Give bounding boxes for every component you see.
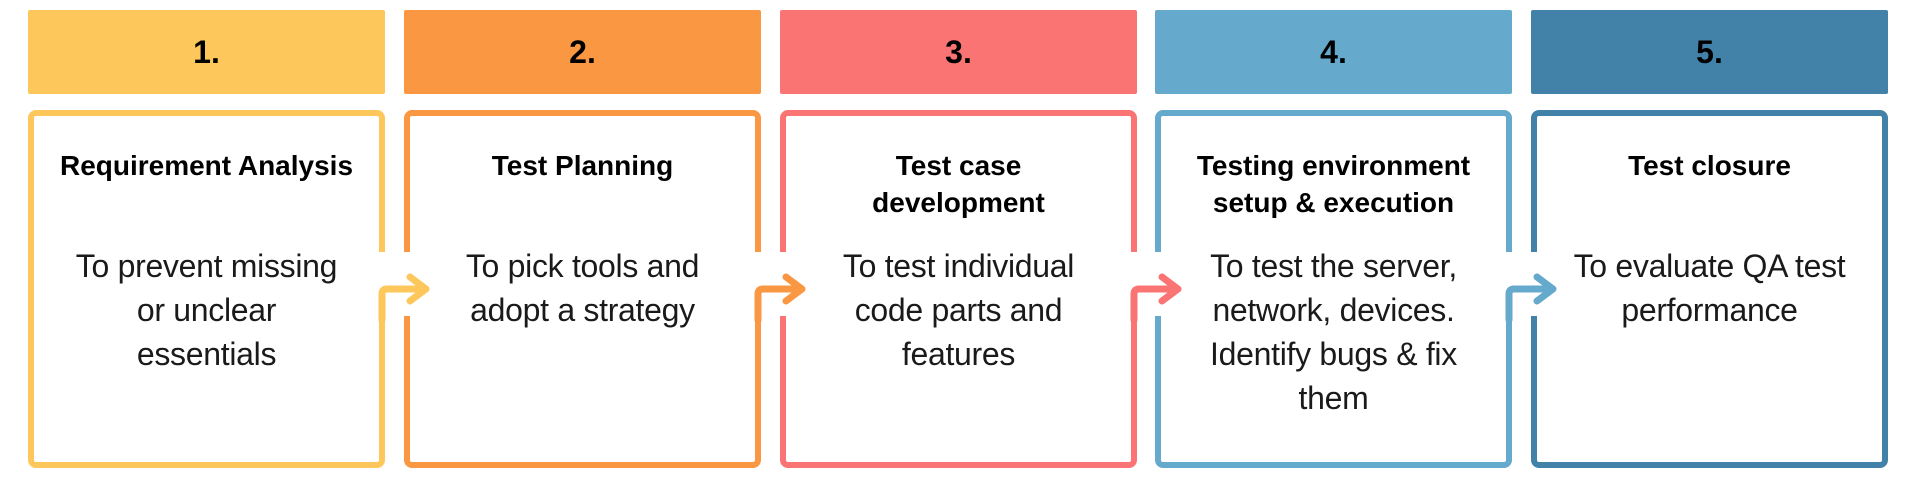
step-description-3: To test individual code parts and featur… [842,248,1075,372]
step-title-2: Test Planning [491,150,674,181]
step-card-5: Test closure To evaluate QA test perform… [1531,110,1888,468]
step-number-3: 3. [945,34,972,70]
flow-arrow-4-5 [1501,252,1557,324]
step-number-badge-2: 2. [404,10,761,94]
step-number-5: 5. [1696,34,1723,70]
step-column-2: 2. Test Planning To pick tools and adopt… [404,0,761,480]
arrow-glyph-4 [1505,273,1557,324]
step-number-badge-1: 1. [28,10,385,94]
step-title-4: Testing environment setup & execution [1196,150,1471,218]
step-card-3: Test case development To test individual… [780,110,1137,468]
step-number-2: 2. [569,34,596,70]
step-card-2: Test Planning To pick tools and adopt a … [404,110,761,468]
flow-arrow-1-2 [374,252,430,324]
step-description-2: To pick tools and adopt a strategy [465,248,700,328]
flow-arrow-2-3 [750,252,806,324]
flow-arrow-3-4 [1126,252,1182,324]
step-number-4: 4. [1320,34,1347,70]
step-card-1: Requirement Analysis To prevent missing … [28,110,385,468]
step-number-1: 1. [193,34,220,70]
arrow-glyph-1 [378,273,430,324]
step-description-4: To test the server, network, devices. Id… [1210,248,1457,416]
step-description-5: To evaluate QA test performance [1573,248,1846,328]
step-number-badge-5: 5. [1531,10,1888,94]
step-title-1: Requirement Analysis [59,150,354,181]
step-column-1: 1. Requirement Analysis To prevent missi… [28,0,385,480]
step-card-4: Testing environment setup & execution To… [1155,110,1512,468]
step-description-1: To prevent missing or unclear essentials [75,248,338,372]
step-title-5: Test closure [1628,150,1791,181]
step-number-badge-4: 4. [1155,10,1512,94]
arrow-glyph-2 [754,273,806,324]
step-column-3: 3. Test case development To test individ… [780,0,1137,480]
step-number-badge-3: 3. [780,10,1137,94]
step-column-5: 5. Test closure To evaluate QA test perf… [1531,0,1888,480]
step-column-4: 4. Testing environment setup & execution… [1155,0,1512,480]
step-title-3: Test case development [872,150,1045,218]
arrow-glyph-3 [1130,273,1182,324]
